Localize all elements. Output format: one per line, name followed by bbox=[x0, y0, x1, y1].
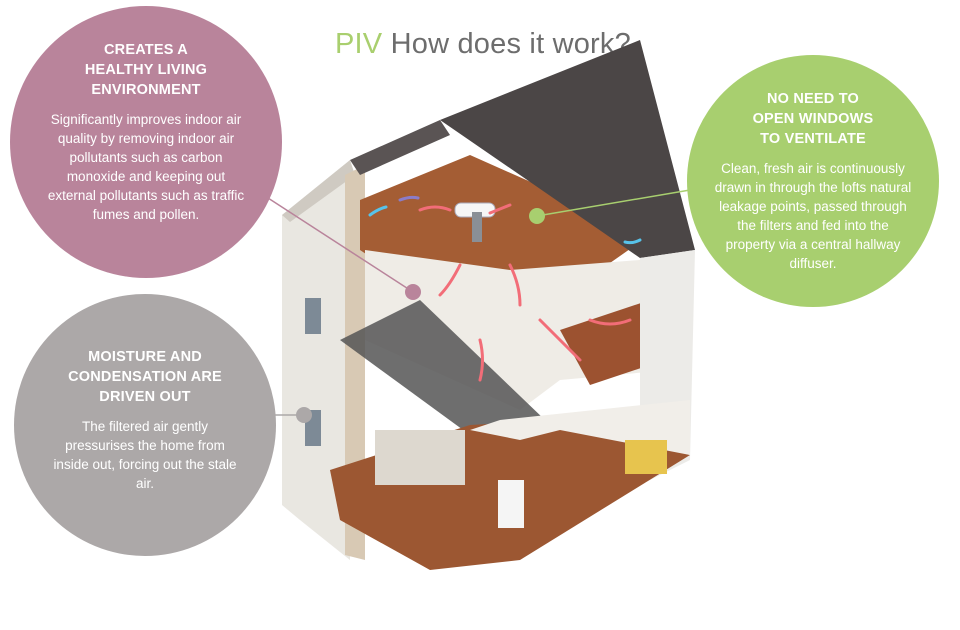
airflow-arrow bbox=[438, 263, 462, 297]
armchair bbox=[625, 440, 667, 474]
grey-connector-dot bbox=[296, 407, 312, 423]
green-connector-dot bbox=[529, 208, 545, 224]
page-title: PIV How does it work? bbox=[335, 28, 631, 61]
airflow-arrow bbox=[508, 263, 522, 307]
roof-left bbox=[350, 120, 450, 175]
title-prefix: PIV bbox=[335, 28, 383, 60]
house-left-gable bbox=[282, 160, 355, 222]
pink-connector-line bbox=[267, 197, 414, 293]
loft-floor bbox=[360, 155, 650, 290]
airflow-arrow bbox=[488, 203, 512, 215]
house-left-wall bbox=[282, 165, 350, 560]
callout-body: Clean, fresh air is continuously drawn i… bbox=[714, 161, 912, 271]
bathroom-checker-floor bbox=[340, 300, 545, 435]
piv-duct bbox=[472, 212, 482, 242]
airflow-arrow bbox=[623, 238, 642, 245]
green-connector-line bbox=[536, 189, 691, 217]
kitchen-units bbox=[375, 430, 465, 485]
airflow-arrow bbox=[368, 205, 388, 217]
airflow-arrow bbox=[538, 318, 582, 362]
title-text: How does it work? bbox=[390, 28, 631, 60]
airflow-arrow bbox=[478, 338, 484, 382]
airflow-arrow bbox=[588, 318, 632, 326]
radiator bbox=[498, 480, 524, 528]
callout-body: Significantly improves indoor air qualit… bbox=[47, 112, 245, 222]
airflow-arrows bbox=[368, 195, 642, 382]
pink-connector-dot bbox=[405, 284, 421, 300]
callout-body: The filtered air gently pressurises the … bbox=[53, 419, 237, 491]
airflow-arrow bbox=[398, 195, 420, 202]
roof-tiles bbox=[440, 40, 695, 258]
bedroom-floor bbox=[560, 300, 665, 385]
airflow-arrow bbox=[418, 205, 452, 212]
window bbox=[305, 298, 321, 334]
